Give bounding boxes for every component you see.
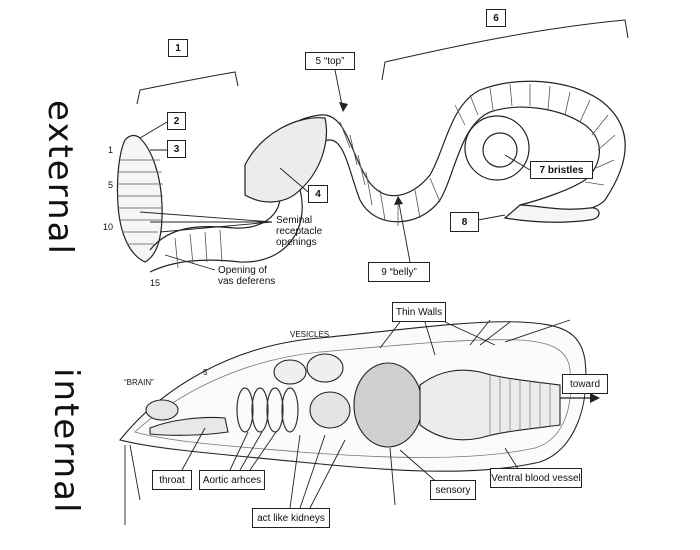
external-leader-lines [139, 69, 531, 271]
worm-body-lower [149, 106, 601, 273]
bracket-6 [381, 19, 629, 81]
bracket-1 [136, 71, 239, 105]
intestine-striations [489, 375, 551, 436]
segment-number-1: 1 [108, 145, 114, 155]
label-box-1: 1 [168, 39, 188, 57]
label-box-8: 8 [450, 212, 479, 232]
label-toward: toward [562, 374, 608, 394]
clitellum [244, 117, 328, 203]
worm-body [149, 80, 626, 251]
worm-coil-inner [482, 132, 518, 168]
segment-rings [117, 83, 616, 269]
belly-arrow [394, 196, 403, 205]
label-sensory: sensory [430, 480, 476, 500]
toward-arrowhead [590, 393, 600, 403]
top-arrow [339, 102, 348, 112]
label-box-7-bristles: 7 bristles [530, 161, 593, 179]
label-box-2: 2 [167, 112, 186, 130]
internal-side-label: internal [46, 368, 86, 515]
segment-number-5: 5 [108, 180, 114, 190]
segment-number-15: 15 [150, 278, 161, 288]
label-ventral-blood-vessel: Ventral blood vessel [490, 468, 582, 488]
internal-worm [119, 319, 600, 525]
external-side-label: external [40, 100, 80, 256]
pharynx-shape [149, 416, 229, 436]
vas-deferens-text: Opening of vas deferens [218, 265, 276, 287]
worm-tail [503, 204, 600, 223]
label-thin-walls: Thin Walls [392, 302, 446, 322]
segment-number-5-internal: 5 [203, 368, 208, 377]
label-aortic-arches: Aortic arhces [199, 470, 265, 490]
brain-shape [145, 399, 179, 421]
label-box-9-belly: 9 “belly” [368, 262, 430, 282]
worm-head [116, 134, 163, 263]
internal-body-inner [134, 339, 572, 458]
vesicle-shape-2 [306, 353, 344, 383]
external-worm [116, 19, 629, 273]
segment-number-10: 10 [103, 222, 114, 232]
label-box-3: 3 [167, 140, 186, 158]
seminal-receptacle-text: Seminal receptacle openings [276, 215, 323, 248]
label-box-5-top: 5 “top” [305, 52, 355, 70]
gizzard-shape [353, 362, 423, 448]
worm-coil [464, 115, 530, 181]
label-act-like-kidneys: act like kidneys [252, 508, 330, 528]
vesicles-text: VESICLES [290, 330, 330, 339]
label-throat: throat [152, 470, 192, 490]
crop-shape [309, 391, 351, 429]
aortic-arches-shape [236, 387, 299, 433]
label-box-6: 6 [486, 9, 506, 27]
brain-text: “BRAIN” [124, 378, 154, 387]
vesicle-shape-1 [273, 359, 307, 385]
label-box-4: 4 [308, 185, 328, 203]
